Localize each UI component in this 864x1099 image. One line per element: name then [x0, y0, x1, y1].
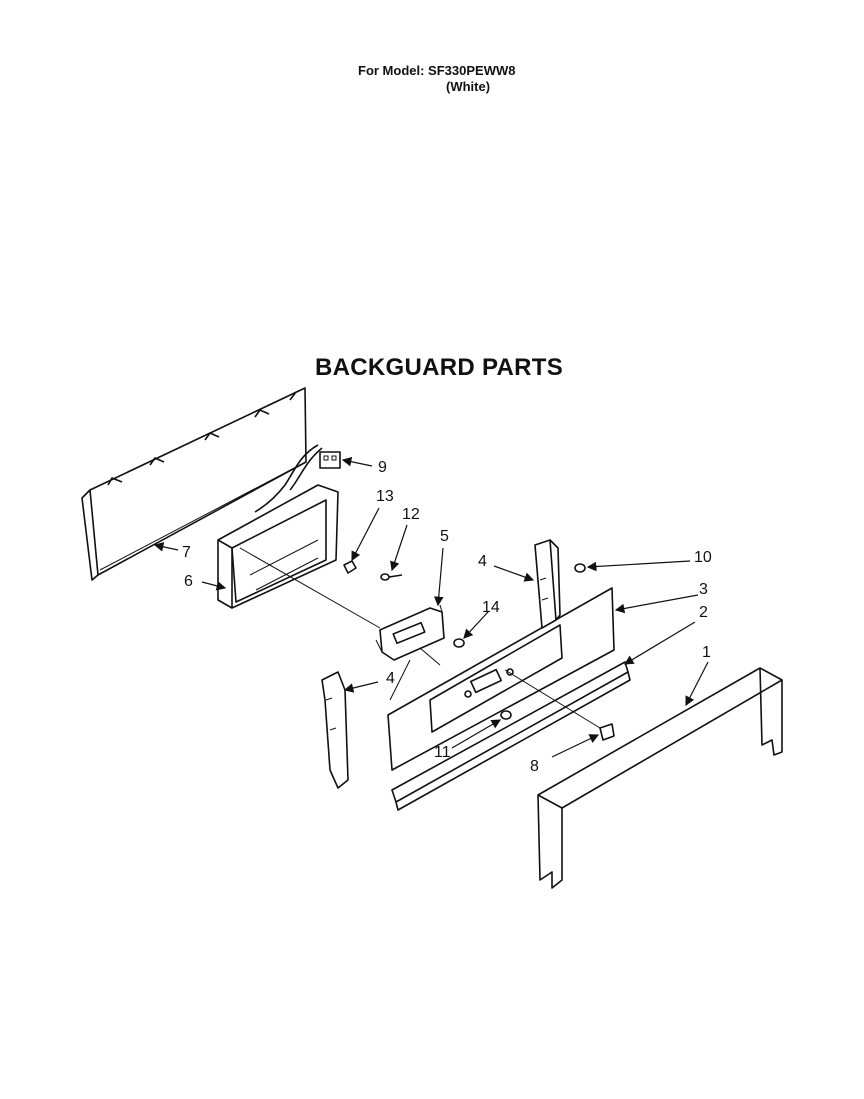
callout-4-right: 4 — [478, 553, 487, 570]
callout-1: 1 — [702, 644, 711, 661]
part-7-rear-panel — [81, 387, 307, 581]
callout-10: 10 — [694, 549, 712, 566]
callout-6: 6 — [184, 573, 193, 590]
diagram-title: BACKGUARD PARTS — [315, 354, 564, 381]
callout-7: 7 — [182, 544, 191, 561]
part-1-backguard-cover — [537, 667, 783, 889]
callout-4-left: 4 — [386, 670, 395, 687]
part-9-wire-connector — [254, 444, 341, 513]
model-color: (White) — [446, 79, 491, 94]
model-number: For Model: SF330PEWW8 — [358, 63, 516, 78]
part-11-knob — [500, 710, 512, 720]
part-4-right-bracket — [534, 539, 561, 629]
part-4-left-bracket — [321, 671, 349, 789]
callout-13: 13 — [376, 488, 394, 505]
part-8-knob — [599, 723, 615, 741]
part-2-trim-strip — [391, 661, 631, 811]
part-5-clock-module — [375, 604, 445, 661]
part-3-control-panel — [387, 587, 615, 771]
callout-2: 2 — [699, 604, 708, 621]
part-14-knob — [453, 638, 465, 648]
callout-9: 9 — [378, 459, 387, 476]
callout-12: 12 — [402, 506, 420, 523]
callouts: 9 13 12 5 7 6 4 10 3 14 2 1 4 11 8 — [182, 459, 712, 775]
callout-5: 5 — [440, 528, 449, 545]
leader-lines — [153, 457, 709, 758]
callout-3: 3 — [699, 581, 708, 598]
part-6-panel-frame — [217, 484, 339, 609]
part-13-clip — [343, 560, 357, 574]
callout-11: 11 — [434, 744, 451, 761]
callout-14: 14 — [482, 599, 500, 616]
model-header: For Model: SF330PEWW8 (White) — [358, 63, 515, 95]
part-12-screw — [380, 573, 403, 581]
callout-8: 8 — [530, 758, 539, 775]
part-10-nut — [574, 563, 586, 573]
